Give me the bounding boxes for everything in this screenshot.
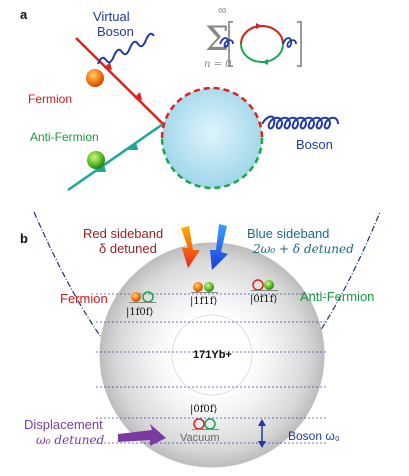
interaction-blob <box>160 86 264 190</box>
state-vacuum-glyph <box>192 418 219 430</box>
loop-series: Σ <box>205 19 302 67</box>
fermion-line <box>75 37 164 125</box>
boson-frequency-label: Boson ω₀ <box>288 429 340 443</box>
boson-energy-arrow <box>258 419 266 448</box>
panel-a-letter: a <box>20 7 28 22</box>
sum-upper-limit: ∞ <box>218 3 227 17</box>
ket-anti: |0f1f⟩ <box>250 294 278 305</box>
fermion-ball <box>86 69 104 87</box>
red-sideband-beam <box>181 226 200 268</box>
displacement-label-2: ω₀ detuned <box>36 433 105 447</box>
ket-pair: |1f1f⟩ <box>190 296 218 307</box>
anti-fermion-label-a: Anti-Fermion <box>30 130 99 144</box>
fermion-label-b: Fermion <box>60 291 108 306</box>
ket-fermion: |1f0f⟩ <box>126 307 154 318</box>
fermion-label-a: Fermion <box>28 92 73 106</box>
boson-line <box>261 115 339 130</box>
ion-label: 171Yb+ <box>193 349 232 361</box>
state-fermion-glyph <box>129 291 156 303</box>
blue-sideband-label-2: 2ω₀ + δ detuned <box>253 242 354 256</box>
vacuum-label: Vacuum <box>180 432 220 444</box>
ion-ring <box>99 242 325 468</box>
virtual-boson-label-1: Virtual <box>93 9 130 24</box>
panel-b-letter: b <box>20 231 28 246</box>
anti-fermion-ball <box>87 151 105 169</box>
red-sideband-label-1: Red sideband <box>83 226 164 241</box>
svg-text:Σ: Σ <box>205 19 229 59</box>
anti-fermion-label-b: Anti-Fermion <box>300 289 375 304</box>
red-sideband-label-2: δ detuned <box>99 241 157 256</box>
blue-sideband-beam <box>210 224 228 270</box>
blue-sideband-label-1: Blue sideband <box>247 226 330 241</box>
virtual-boson-line <box>97 32 155 65</box>
ket-vacuum: |0f0f⟩ <box>190 404 218 415</box>
displacement-label-1: Displacement <box>24 417 103 432</box>
sum-lower-limit: n = 0 <box>204 59 232 70</box>
state-pair-glyph <box>191 282 218 293</box>
state-anti-glyph <box>251 279 278 291</box>
boson-label-a: Boson <box>296 137 333 152</box>
displacement-beam <box>118 424 166 446</box>
virtual-boson-label-2: Boson <box>97 24 134 39</box>
anti-fermion-line <box>67 122 164 192</box>
trap-potential <box>33 211 381 417</box>
